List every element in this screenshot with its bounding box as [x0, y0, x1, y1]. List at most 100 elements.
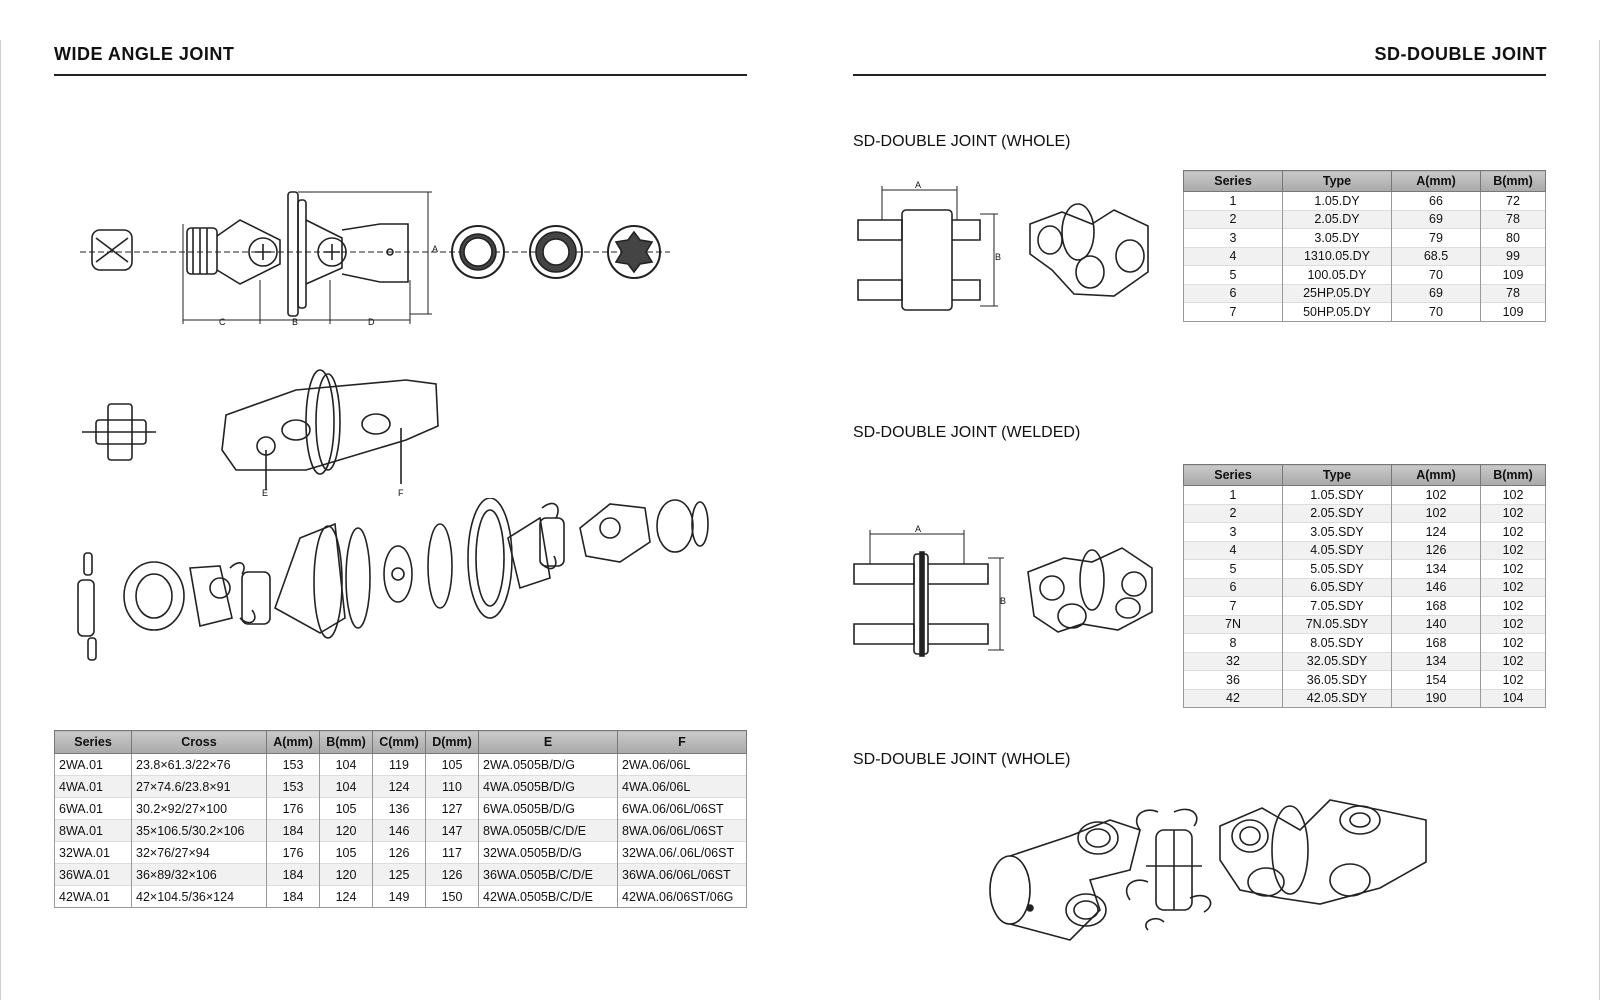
sd-double-joint-welded-table: Series Type A(mm) B(mm) 1 1.05.SDY 102 1…: [1183, 464, 1546, 708]
right-heading-rule: [853, 74, 1546, 76]
table-cell: 4: [1183, 540, 1283, 560]
table-cell: 30.2×92/27×100: [131, 797, 267, 820]
sd-double-joint-whole-table: Series Type A(mm) B(mm) 1 1.05.DY 66 72 …: [1183, 170, 1546, 322]
table-cell: 105: [319, 797, 373, 820]
table-cell: 32: [1183, 651, 1283, 671]
table-cell: 8WA.06/06L/06ST: [617, 819, 747, 842]
table-row: 1 1.05.DY 66 72: [1183, 191, 1546, 210]
left-page-edge: [0, 40, 1, 1000]
table-cell: 7: [1183, 596, 1283, 615]
table-cell: 50HP.05.DY: [1282, 302, 1392, 322]
table-cell: 136: [372, 797, 426, 820]
table-cell: 80: [1480, 228, 1546, 247]
table-cell: 100.05.DY: [1282, 265, 1392, 284]
table-cell: 102: [1480, 596, 1546, 615]
wide-angle-joint-exploded-drawing: [77, 498, 709, 661]
table-row: 8WA.01 35×106.5/30.2×106 184 120 146 147…: [54, 819, 747, 842]
table-cell: 4: [1183, 246, 1283, 266]
table-cell: 102: [1480, 651, 1546, 671]
table-cell: 1: [1183, 485, 1283, 504]
table-cell: 105: [319, 841, 373, 864]
table-cell: 8WA.01: [54, 819, 132, 842]
table-cell: 78: [1480, 209, 1546, 229]
column-header: A(mm): [1391, 464, 1481, 486]
table-cell: 124: [372, 775, 426, 798]
table-cell: 6: [1183, 577, 1283, 597]
table-cell: 32WA.0505B/D/G: [478, 841, 618, 864]
table-cell: 3.05.DY: [1282, 228, 1392, 247]
table-cell: 102: [1480, 522, 1546, 541]
table-cell: 154: [1391, 670, 1481, 689]
table-cell: 78: [1480, 283, 1546, 303]
table-cell: 102: [1480, 503, 1546, 523]
table-cell: 7N.05.SDY: [1282, 614, 1392, 634]
column-header: D(mm): [425, 730, 479, 754]
table-cell: 32WA.06/.06L/06ST: [617, 841, 747, 864]
table-cell: 36WA.06/06L/06ST: [617, 863, 747, 886]
table-cell: 109: [1480, 302, 1546, 322]
column-header: Type: [1282, 170, 1392, 192]
column-header: B(mm): [1480, 464, 1546, 486]
table-cell: 8: [1183, 633, 1283, 652]
table-cell: 2: [1183, 209, 1283, 229]
table-cell: 42×104.5/36×124: [131, 885, 267, 908]
table-cell: 36.05.SDY: [1282, 670, 1392, 689]
table-cell: 2.05.DY: [1282, 209, 1392, 229]
table-cell: 6WA.01: [54, 797, 132, 820]
table-cell: 2WA.0505B/D/G: [478, 753, 618, 776]
table-cell: 72: [1480, 191, 1546, 210]
table-cell: 68.5: [1391, 246, 1481, 266]
table-cell: 117: [425, 841, 479, 864]
column-header: A(mm): [1391, 170, 1481, 192]
column-header: B(mm): [1480, 170, 1546, 192]
table-cell: 168: [1391, 596, 1481, 615]
table-cell: 102: [1480, 540, 1546, 560]
table-cell: 23.8×61.3/22×76: [131, 753, 267, 776]
column-header: Cross: [131, 730, 267, 754]
sd-double-joint-welded-drawing: [853, 530, 1153, 657]
table-cell: 126: [372, 841, 426, 864]
table-cell: 25HP.05.DY: [1282, 283, 1392, 303]
table-cell: 102: [1480, 485, 1546, 504]
table-cell: 125: [372, 863, 426, 886]
table-header-row: Series Type A(mm) B(mm): [1183, 170, 1546, 192]
table-cell: 6WA.0505B/D/G: [478, 797, 618, 820]
table-cell: 184: [266, 885, 320, 908]
dim-label-f: F: [398, 488, 404, 498]
table-cell: 102: [1391, 503, 1481, 523]
table-row: 8 8.05.SDY 168 102: [1183, 633, 1546, 652]
table-cell: 5: [1183, 559, 1283, 578]
table-cell: 8.05.SDY: [1282, 633, 1392, 652]
table-cell: 6: [1183, 283, 1283, 303]
table-cell: 147: [425, 819, 479, 842]
table-cell: 3.05.SDY: [1282, 522, 1392, 541]
table-cell: 104: [319, 775, 373, 798]
table-row: 1 1.05.SDY 102 102: [1183, 485, 1546, 504]
table-cell: 134: [1391, 651, 1481, 671]
table-cell: 153: [266, 775, 320, 798]
wide-angle-joint-isometric-drawing: [82, 369, 439, 490]
table-row: 5 100.05.DY 70 109: [1183, 265, 1546, 284]
section-title-welded: SD-DOUBLE JOINT (WELDED): [853, 424, 1081, 441]
table-row: 2 2.05.SDY 102 102: [1183, 503, 1546, 523]
table-cell: 120: [319, 863, 373, 886]
right-page-heading: SD-DOUBLE JOINT: [1374, 44, 1547, 64]
left-heading-rule: [54, 74, 747, 76]
table-row: 4WA.01 27×74.6/23.8×91 153 104 124 110 4…: [54, 775, 747, 798]
table-header-row: Series Cross A(mm) B(mm) C(mm) D(mm) E F: [54, 730, 747, 754]
table-cell: 109: [1480, 265, 1546, 284]
table-cell: 36WA.01: [54, 863, 132, 886]
table-header-row: Series Type A(mm) B(mm): [1183, 464, 1546, 486]
table-cell: 2WA.06/06L: [617, 753, 747, 776]
table-row: 36 36.05.SDY 154 102: [1183, 670, 1546, 689]
table-cell: 126: [1391, 540, 1481, 560]
table-cell: 42.05.SDY: [1282, 688, 1392, 708]
column-header: Series: [54, 730, 132, 754]
table-cell: 1310.05.DY: [1282, 246, 1392, 266]
table-cell: 36×89/32×106: [131, 863, 267, 886]
table-cell: 126: [425, 863, 479, 886]
table-cell: 4WA.01: [54, 775, 132, 798]
table-cell: 146: [1391, 577, 1481, 597]
table-cell: 102: [1391, 485, 1481, 504]
table-cell: 32WA.01: [54, 841, 132, 864]
